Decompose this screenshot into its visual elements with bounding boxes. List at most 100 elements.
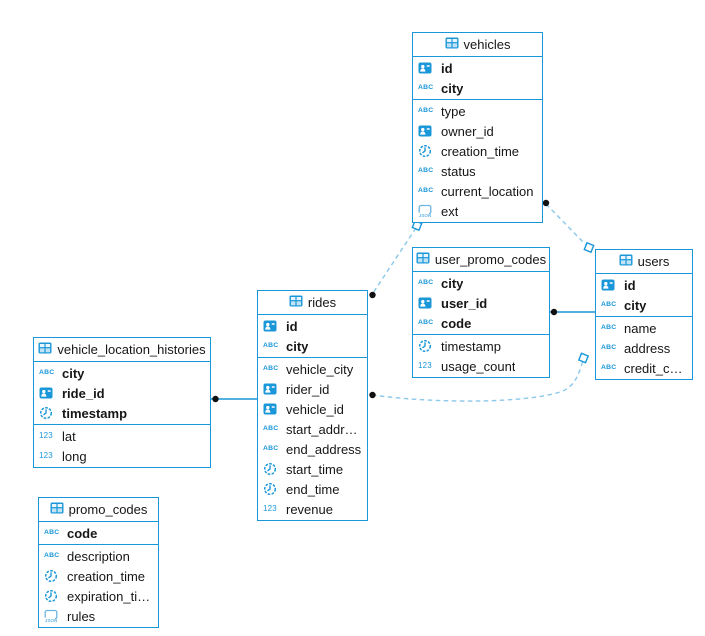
table-title: rides — [307, 295, 337, 310]
table-title: vehicles — [463, 37, 511, 52]
column-id[interactable]: id — [258, 316, 367, 336]
column-name: user_id — [441, 295, 488, 311]
column-id[interactable]: id — [413, 58, 542, 78]
column-name: timestamp — [441, 338, 501, 354]
column-name: city — [286, 338, 309, 354]
table-icon — [289, 294, 303, 311]
column-name: creation_time — [67, 568, 146, 584]
column-name: city — [624, 297, 647, 313]
table-icon — [619, 253, 633, 270]
column-name: start_time — [286, 461, 344, 477]
relationship-line-rides-vehicles[interactable] — [372, 227, 417, 294]
table-icon — [50, 501, 64, 518]
column-name: code — [67, 525, 98, 541]
text-abc-icon: ABC — [601, 323, 617, 331]
column-rider_id[interactable]: rider_id — [258, 379, 367, 399]
table-header[interactable]: user_promo_codes — [413, 248, 549, 272]
column-ride_id[interactable]: ride_id — [34, 383, 210, 403]
text-abc-icon: ABC — [263, 424, 279, 432]
column-id[interactable]: id — [596, 275, 692, 295]
id-badge-icon — [263, 382, 282, 396]
text-abc-icon: ABC — [418, 166, 434, 174]
table-header[interactable]: promo_codes — [39, 498, 158, 522]
table-header[interactable]: vehicle_location_histories — [34, 338, 210, 362]
number-123-icon: 123 — [39, 431, 53, 440]
column-name: credit_card — [624, 360, 687, 376]
text-abc-icon: ABC — [601, 343, 617, 351]
column-lat[interactable]: 123 lat — [34, 426, 210, 446]
column-user_id[interactable]: user_id — [413, 293, 549, 313]
table-title: users — [637, 254, 670, 269]
table-icon — [416, 251, 430, 268]
table-header[interactable]: rides — [258, 291, 367, 315]
table-header[interactable]: vehicles — [413, 33, 542, 57]
column-creation_time[interactable]: creation_time — [39, 566, 158, 586]
relationship-line-vehicles-users[interactable] — [545, 203, 587, 246]
column-name: ride_id — [62, 385, 105, 401]
column-name: city — [441, 80, 464, 96]
clock-icon — [418, 144, 437, 158]
table-header[interactable]: users — [596, 250, 692, 274]
table-title: promo_codes — [68, 502, 148, 517]
column-creation_time[interactable]: creation_time — [413, 141, 542, 161]
connector-dot-vehicles — [542, 199, 550, 207]
column-owner_id[interactable]: owner_id — [413, 121, 542, 141]
column-expiration_time[interactable]: expiration_time — [39, 586, 158, 606]
column-end_time[interactable]: end_time — [258, 479, 367, 499]
table-icon — [38, 341, 52, 358]
column-name: start_address — [286, 421, 362, 437]
connector-dot-rides-bottom — [369, 391, 376, 399]
table-title: user_promo_codes — [434, 252, 547, 267]
column-start_time[interactable]: start_time — [258, 459, 367, 479]
column-start_address[interactable]: ABC start_address — [258, 419, 367, 439]
column-name: owner_id — [441, 123, 494, 139]
column-vehicle_id[interactable]: vehicle_id — [258, 399, 367, 419]
id-badge-icon — [418, 124, 437, 138]
column-name: lat — [62, 428, 76, 444]
column-name: id — [286, 318, 298, 334]
text-abc-icon: ABC — [418, 278, 434, 286]
number-123-icon: 123 — [418, 361, 432, 370]
column-name: code — [441, 315, 472, 331]
column-name: timestamp — [62, 405, 128, 421]
column-name: end_address — [286, 441, 362, 457]
column-name: rules — [67, 608, 96, 624]
table-icon — [445, 36, 459, 53]
column-timestamp[interactable]: timestamp — [34, 403, 210, 423]
column-timestamp[interactable]: timestamp — [413, 336, 549, 356]
